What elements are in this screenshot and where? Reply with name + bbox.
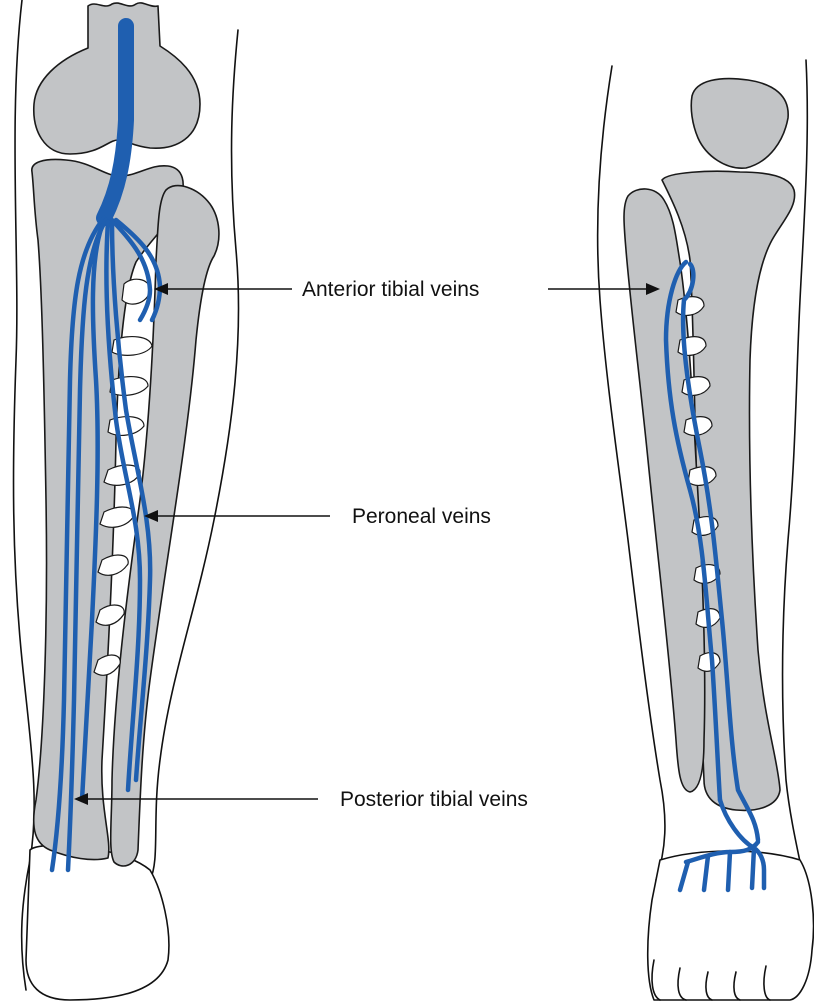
left-femur xyxy=(33,2,201,155)
right-digital-vein-2 xyxy=(701,853,711,893)
right-leg-skin-outline-right xyxy=(781,59,809,901)
anterior-tibial-label: Anterior tibial veins xyxy=(302,278,479,301)
right-leg-anterior-view xyxy=(596,59,814,1001)
left-posterior-tibial-vein-b xyxy=(65,217,109,873)
left-heel xyxy=(25,844,170,1001)
left-posterior-tibial-vein-a xyxy=(49,215,107,873)
right-leg-skin-outline-left xyxy=(596,65,666,881)
left-anterior-tibial-vein-a xyxy=(109,217,153,323)
left-branch-vein xyxy=(79,223,105,803)
annotation-anterior-tibial: Anterior tibial veins xyxy=(154,278,660,301)
right-veins xyxy=(663,259,767,893)
posterior-tibial-label: Posterior tibial veins xyxy=(340,788,528,811)
posterior-tibial-arrowhead xyxy=(74,793,88,805)
left-veins xyxy=(49,18,163,873)
right-anterior-tibial-vein-a xyxy=(663,259,723,803)
left-fibula xyxy=(109,184,220,867)
anterior-tibial-arrowhead-right xyxy=(646,283,660,295)
left-popliteal-vein xyxy=(96,18,134,226)
right-anterior-tibial-vein-b xyxy=(680,261,761,843)
anterior-tibial-arrowhead-left xyxy=(154,283,168,295)
right-toes xyxy=(651,959,771,1001)
left-leg-skin-outline-left xyxy=(12,0,35,991)
left-peroneal-vein-b xyxy=(109,219,153,783)
right-digital-vein-1 xyxy=(677,859,691,893)
right-digital-vein-4 xyxy=(749,845,757,891)
right-patella xyxy=(690,77,789,169)
annotation-posterior-tibial: Posterior tibial veins xyxy=(74,788,528,811)
peroneal-label: Peroneal veins xyxy=(352,505,491,528)
left-leg-posterior-view xyxy=(12,0,240,1001)
peroneal-arrowhead xyxy=(144,510,158,522)
annotation-peroneal: Peroneal veins xyxy=(144,505,491,528)
left-anterior-tibial-vein-b xyxy=(113,217,163,323)
left-peroneal-vein-a xyxy=(104,219,143,793)
right-digital-vein-3 xyxy=(725,849,733,893)
left-leg-skin-outline-right xyxy=(149,29,240,881)
